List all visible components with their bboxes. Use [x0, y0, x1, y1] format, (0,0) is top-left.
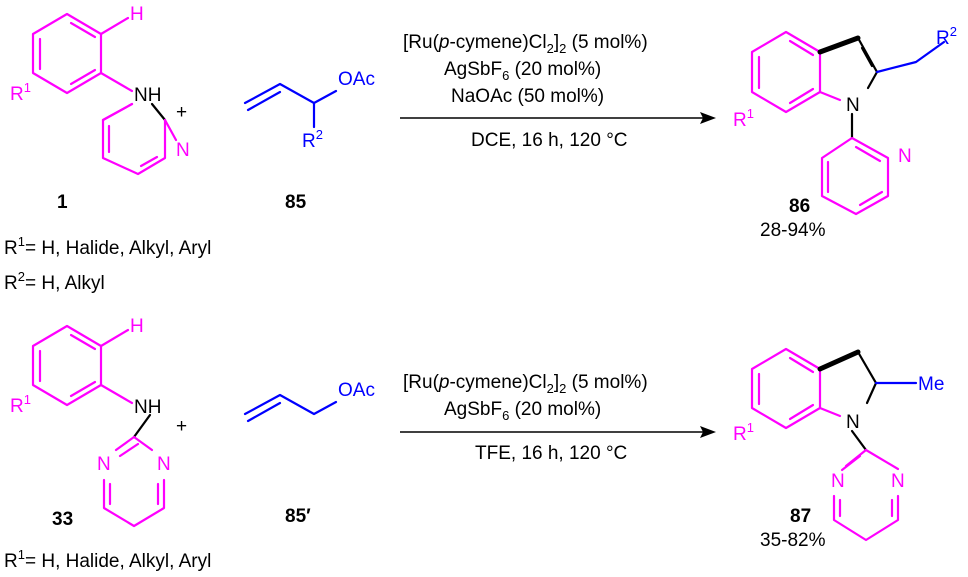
reactant-33-pyrimidine-n2: N — [157, 454, 171, 475]
plus-sign-1: + — [176, 102, 187, 123]
product-87-pyrimidine-n1: N — [831, 471, 845, 492]
conditions-2-solvent: TFE, 16 h, 120 °C — [475, 443, 627, 464]
reaction-arrow-2-head — [700, 426, 716, 438]
reactant-33-pyrimidine-n1: N — [97, 454, 111, 475]
reaction-arrow-1-head — [700, 112, 716, 124]
product-87-n-atom: N — [846, 412, 860, 433]
compound-number-1: 1 — [57, 192, 68, 213]
product-86-pyridine-n: N — [898, 146, 912, 167]
definition-r1-reaction-2: R1= H, Halide, Alkyl, Aryl — [4, 547, 211, 572]
conditions-1-solvent: DCE, 16 h, 120 °C — [471, 130, 628, 151]
plus-sign-2: + — [176, 416, 187, 437]
conditions-1-base: NaOAc (50 mol%) — [451, 86, 604, 107]
compound-number-33: 33 — [52, 509, 73, 530]
product-87-yield: 35-82% — [760, 530, 826, 551]
definition-r1-reaction-1: R1= H, Halide, Alkyl, Aryl — [4, 234, 211, 259]
product-87-r1-label: R1 — [733, 420, 754, 445]
conditions-1-catalyst: [Ru(p-cymene)Cl2]2 (5 mol%) — [403, 32, 648, 56]
conditions-1-additive: AgSbF6 (20 mol%) — [444, 59, 601, 83]
product-87-methyl: Me — [918, 374, 944, 395]
product-86-r2-label: R2 — [936, 24, 957, 49]
reactant-1-r1-label: R1 — [10, 80, 31, 105]
compound-number-86: 86 — [789, 196, 810, 217]
product-86-n-atom: N — [846, 95, 860, 116]
reactant-33-structure — [31, 324, 166, 528]
definition-r2-reaction-1: R2= H, Alkyl — [4, 269, 105, 294]
reactant-1-structure — [31, 12, 178, 176]
reactant-1-pyridine-n: N — [176, 140, 190, 161]
reactant-85-structure — [243, 82, 338, 129]
reactant-33-nh-atom: NH — [134, 397, 161, 418]
reactant-33-r1-label: R1 — [10, 392, 31, 417]
reactant-85-prime-oac: OAc — [338, 380, 375, 401]
product-87-pyrimidine-n2: N — [891, 471, 905, 492]
reactant-85-r2-label: R2 — [302, 127, 323, 152]
conditions-2-additive: AgSbF6 (20 mol%) — [444, 399, 601, 423]
compound-number-87: 87 — [790, 506, 811, 527]
reactant-85-prime-structure — [243, 393, 338, 423]
reactant-85-oac: OAc — [338, 69, 375, 90]
reactant-1-h-atom: H — [130, 4, 144, 25]
product-86-yield: 28-94% — [760, 220, 826, 241]
reactant-33-h-atom: H — [130, 316, 144, 337]
compound-number-85-prime: 85′ — [285, 506, 311, 527]
product-86-structure — [750, 30, 946, 216]
reactant-1-nh-atom: NH — [134, 85, 161, 106]
compound-number-85: 85 — [285, 192, 307, 213]
product-87-structure — [750, 347, 918, 542]
conditions-2-catalyst: [Ru(p-cymene)Cl2]2 (5 mol%) — [403, 372, 648, 396]
product-86-r1-label: R1 — [733, 106, 754, 131]
